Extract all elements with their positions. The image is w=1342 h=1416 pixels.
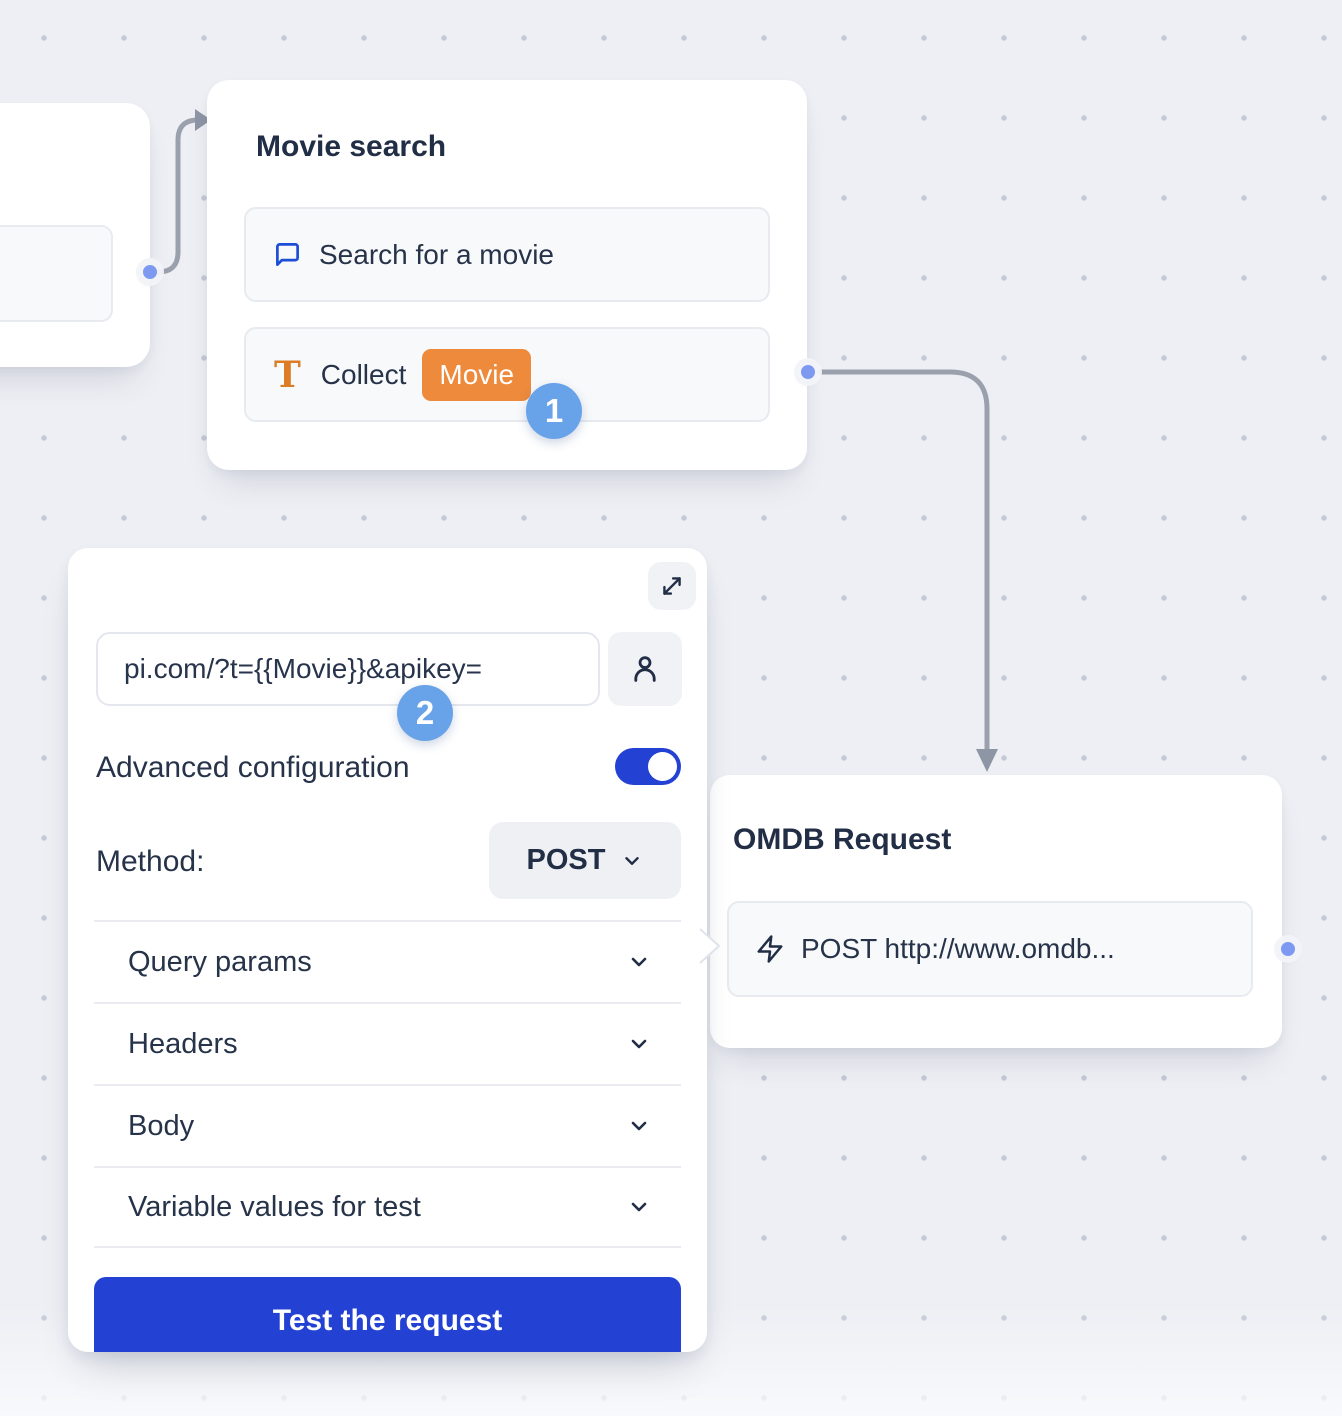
step-label: Search for a movie: [319, 238, 554, 270]
step-post-request[interactable]: POST http://www.omdb...: [727, 901, 1253, 997]
chevron-down-icon: [631, 1039, 647, 1049]
node-title-omdb-request: OMDB Request: [733, 823, 952, 856]
step-label: Collect: [320, 358, 407, 390]
test-request-button[interactable]: Test the request: [94, 1277, 681, 1352]
panel-connector-notch: [699, 928, 720, 964]
wire-to-omdb-request: [818, 369, 990, 753]
section-label: Headers: [128, 1027, 238, 1060]
chevron-down-icon: [631, 1121, 647, 1131]
method-label: Method:: [96, 845, 205, 878]
arrowhead-down-icon: [976, 749, 998, 772]
node-card-partial[interactable]: [0, 103, 150, 367]
tutorial-step-badge-1: 1: [526, 383, 582, 439]
node-step-partial[interactable]: [0, 225, 113, 322]
arrowhead-right-icon: [195, 109, 211, 131]
section-label: Body: [128, 1109, 195, 1142]
step-collect-movie[interactable]: T Collect Movie: [244, 327, 770, 422]
section-body[interactable]: Body: [94, 1084, 681, 1166]
node-title-movie-search: Movie search: [256, 130, 447, 163]
expand-icon: [663, 577, 681, 595]
node-card-movie-search[interactable]: Movie search Search for a movie T Collec…: [207, 80, 807, 470]
step-search-for-a-movie[interactable]: Search for a movie: [244, 207, 770, 302]
section-headers[interactable]: Headers: [94, 1002, 681, 1084]
section-query-params[interactable]: Query params: [94, 920, 681, 1002]
lightning-icon: [755, 934, 785, 964]
chevron-down-icon: [631, 1202, 647, 1212]
method-select[interactable]: POST: [489, 822, 681, 899]
variable-chip-movie[interactable]: Movie: [422, 348, 532, 401]
insert-variable-button[interactable]: [608, 632, 682, 706]
advanced-configuration-toggle[interactable]: [615, 748, 681, 785]
text-T-icon: T: [274, 353, 301, 396]
node-card-omdb-request[interactable]: OMDB Request POST http://www.omdb...: [710, 775, 1282, 1048]
section-label: Variable values for test: [128, 1190, 421, 1223]
chevron-down-icon: [631, 957, 647, 967]
section-variable-values[interactable]: Variable values for test: [94, 1166, 681, 1248]
tutorial-step-badge-2: 2: [397, 685, 453, 741]
chevron-down-icon: [625, 856, 640, 865]
output-port-omdb-request[interactable]: [1281, 942, 1295, 956]
advanced-configuration-label: Advanced configuration: [96, 751, 410, 784]
expand-button[interactable]: [648, 562, 696, 610]
person-icon: [634, 656, 656, 682]
url-input[interactable]: [96, 632, 600, 706]
wire-to-movie-search: [148, 117, 203, 275]
webhook-config-panel: 2 Advanced configuration Method: POST Qu…: [68, 548, 707, 1352]
toggle-knob: [648, 752, 677, 781]
output-port-partial[interactable]: [143, 265, 157, 279]
step-label: POST http://www.omdb...: [801, 933, 1115, 964]
section-label: Query params: [128, 945, 312, 978]
method-value: POST: [526, 844, 606, 876]
output-port-movie-search[interactable]: [801, 365, 815, 379]
chat-bubble-icon: [274, 241, 301, 268]
